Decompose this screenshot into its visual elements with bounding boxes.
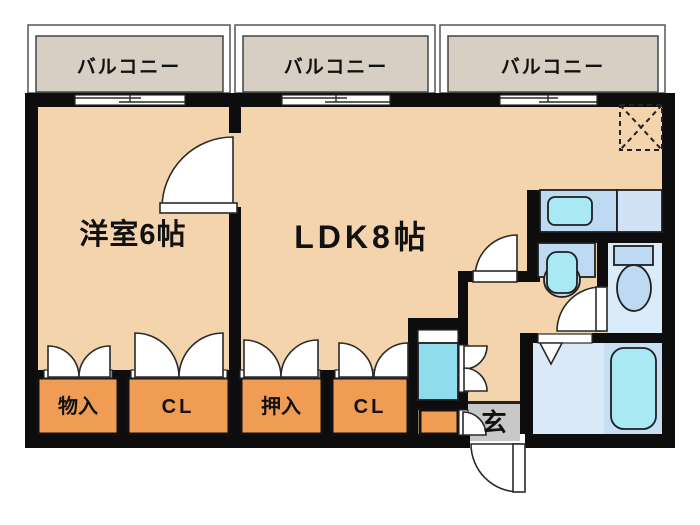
closet-a-label: CL [162, 396, 195, 418]
toilet-bowl [616, 264, 652, 312]
oshiire-doors [239, 339, 321, 379]
balcony-3-deck [447, 35, 659, 93]
balcony-3-label: バルコニー [501, 56, 606, 78]
closet-a-doors [130, 332, 228, 379]
window-ldk-right [499, 94, 598, 106]
storage-closet-label: 物入 [58, 394, 98, 418]
closet-b-label: CL [354, 396, 387, 418]
toilet-tank [613, 245, 654, 266]
toilet [613, 245, 654, 312]
shoe-cabinet-box [418, 408, 460, 436]
toilet-door [556, 286, 608, 332]
washing-machine-closet-doors [458, 344, 488, 393]
front-door [470, 443, 526, 493]
balcony-3: バルコニー [439, 24, 666, 94]
entrance-label: 玄 [481, 408, 506, 437]
washbasin [537, 242, 596, 298]
refrigerator-space-icon [619, 104, 663, 151]
entrance-step-line [468, 401, 520, 404]
kitchen-counter [539, 189, 663, 233]
kitchen-sink [547, 196, 593, 226]
ldk-hall-door [472, 234, 518, 283]
balcony-1-label: バルコニー [77, 56, 182, 78]
washbasin-bowl [546, 251, 578, 294]
ldk-label: LDK8帖 [294, 219, 430, 255]
storage-closet-doors [43, 345, 113, 379]
bathtub [610, 347, 657, 430]
washing-machine-pan [417, 329, 459, 401]
oshiire-label: 押入 [261, 394, 301, 418]
balcony-1: バルコニー [27, 24, 231, 94]
western-room-door [159, 136, 238, 214]
closet-b-doors [334, 342, 409, 379]
closet-b-box [330, 376, 410, 436]
window-ldk-left [281, 94, 391, 106]
balcony-2: バルコニー [234, 24, 436, 94]
shoe-cabinet-door [458, 409, 487, 436]
western-room-label: 洋室6帖 [79, 217, 186, 251]
bathroom-folding-door [537, 333, 593, 366]
closets [36, 376, 460, 436]
closet-a-box [126, 376, 231, 436]
window-western-room [74, 94, 186, 106]
balcony-1-deck [35, 35, 224, 93]
storage-closet-box [36, 376, 120, 436]
balcony-2-deck [242, 35, 429, 93]
balcony-2-label: バルコニー [284, 56, 389, 78]
